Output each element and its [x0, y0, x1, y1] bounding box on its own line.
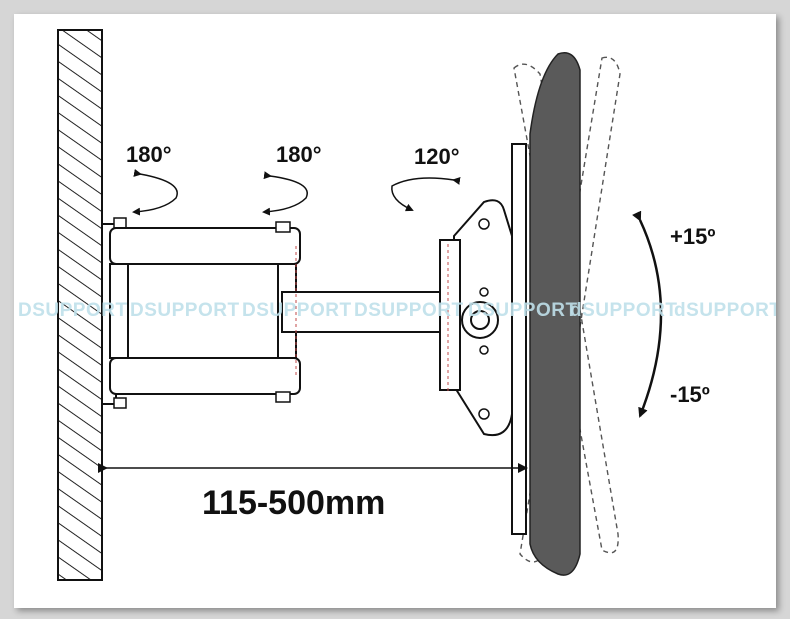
arm-link-top — [109, 227, 301, 265]
rotation-arrow-icon — [391, 176, 461, 212]
diagram-frame: DSUPPORT DSUPPORT DSUPPORT DSUPPORT DSUP… — [14, 14, 781, 608]
tilt-arc-icon — [632, 210, 663, 418]
watermark: DSUPPORT — [468, 300, 578, 321]
arm-extension — [281, 291, 445, 333]
bolt-icon — [479, 345, 489, 355]
watermark: DSUPPORT — [18, 300, 128, 321]
wall-bolt-top — [113, 217, 127, 229]
bolt-icon — [478, 408, 490, 420]
head-block — [439, 239, 461, 391]
wall — [57, 29, 103, 581]
bolt-icon — [478, 218, 490, 230]
arm-link-bottom — [109, 357, 301, 395]
swivel-wall-label: 180° — [126, 142, 172, 167]
arm-post-left — [109, 263, 129, 359]
swivel-head-label: 120° — [414, 144, 460, 169]
rotation-arrow-icon — [132, 168, 178, 216]
tv-outline-tilt-back — [513, 63, 619, 554]
arm-bolt — [275, 221, 291, 233]
tv-mount-plate — [511, 143, 527, 535]
tilt-up-label: +15º — [670, 224, 715, 249]
mount-diagram: DSUPPORT DSUPPORT DSUPPORT DSUPPORT DSUP… — [18, 29, 781, 581]
watermark: DSUPPORT — [130, 300, 240, 321]
arm-bolt — [275, 391, 291, 403]
extension-label: 115-500mm — [202, 484, 385, 522]
tv-panel — [529, 52, 581, 576]
bolt-icon — [479, 287, 489, 297]
swivel-arm-label: 180° — [276, 142, 322, 167]
watermark: dSUPPORT — [570, 300, 677, 321]
watermark: DSUPPORT — [354, 300, 464, 321]
watermark: DSUPPORT — [242, 300, 352, 321]
watermark: dSUPPORT — [674, 300, 776, 321]
pivot-inner — [470, 310, 490, 330]
rotation-arrow-icon — [262, 171, 308, 216]
tilt-down-label: -15º — [670, 382, 710, 407]
wall-bolt-bottom — [113, 397, 127, 409]
